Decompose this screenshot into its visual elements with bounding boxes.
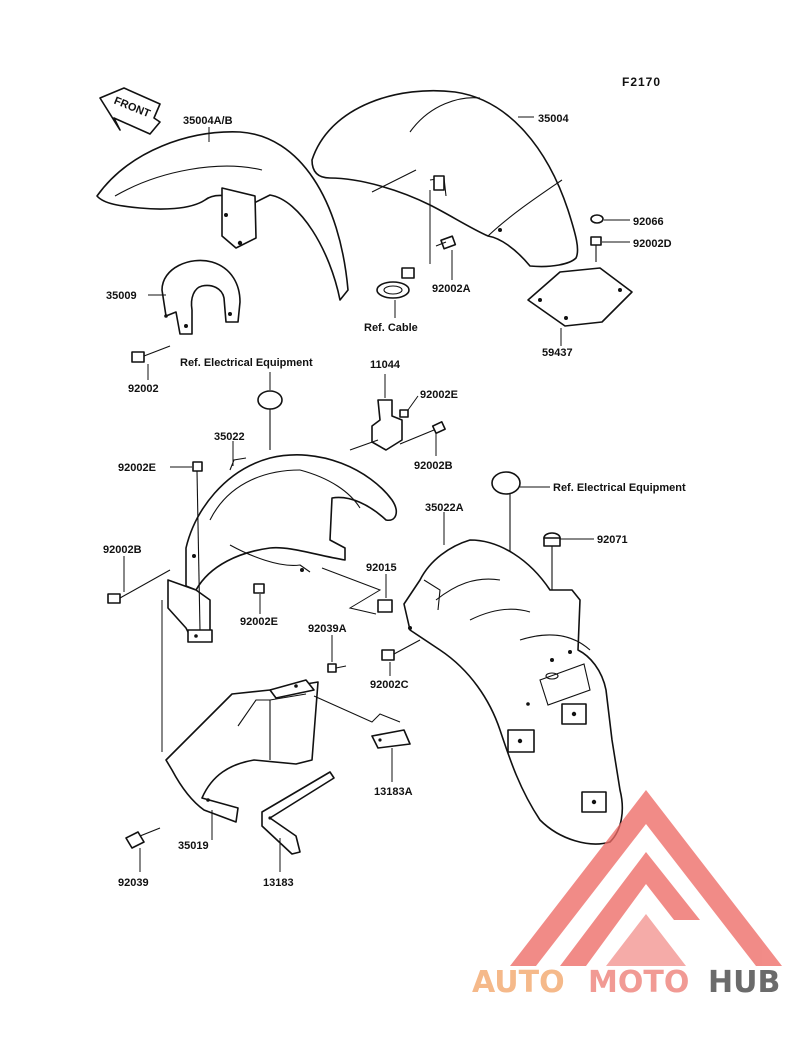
label-ref-elec-1: Ref. Electrical Equipment (180, 357, 313, 369)
label-35019: 35019 (178, 840, 209, 852)
label-92002b-left: 92002B (103, 544, 142, 556)
label-92002a: 92002A (432, 283, 471, 295)
bolt-92002c (381, 639, 421, 661)
label-92039: 92039 (118, 877, 149, 889)
watermark-logo: AUTO MOTO HUB (472, 790, 782, 1000)
label-92002: 92002 (128, 383, 159, 395)
label-92015-a: 92015 (366, 562, 397, 574)
screw-92039a (327, 663, 347, 673)
bolt-92002e-top (399, 409, 409, 418)
label-35004: 35004 (538, 113, 569, 125)
label-92002c: 92002C (370, 679, 409, 691)
screw-92039 (125, 827, 161, 849)
label-35022: 35022 (214, 431, 245, 443)
bolt-92002e-mid (253, 583, 265, 594)
rear-fender-35022a (403, 539, 624, 845)
label-59437: 59437 (542, 347, 573, 359)
front-arrow-icon: FRONT (99, 87, 161, 135)
bracket-13183 (261, 771, 335, 855)
watermark-text-auto: AUTO (472, 965, 565, 1000)
label-35004ab: 35004A/B (183, 115, 233, 127)
label-92071: 92071 (597, 534, 628, 546)
front-fender-35004ab (96, 131, 349, 301)
rear-fender-35004 (311, 89, 579, 268)
label-92039a: 92039A (308, 623, 347, 635)
bolt-92002a (435, 235, 457, 250)
watermark-text-moto: MOTO (588, 965, 689, 1000)
label-92002b-right: 92002B (414, 460, 453, 472)
leader-link-13183a (313, 695, 401, 723)
label-ref-cable: Ref. Cable (364, 322, 418, 334)
label-13183a: 13183A (374, 786, 413, 798)
bolt-92002b-right (399, 421, 446, 445)
watermark-triangle-icon (510, 790, 782, 966)
bolt-92002b-left (107, 569, 171, 604)
leader-92002e-top (407, 395, 419, 411)
bracket-11044 (371, 399, 403, 451)
label-92002d: 92002D (633, 238, 672, 250)
leader-link-35022 (321, 567, 382, 615)
bracket-13183a (371, 729, 411, 749)
bracket-35009 (161, 259, 241, 335)
watermark-text-hub: HUB (708, 965, 780, 1000)
figure-code: F2170 (622, 75, 661, 89)
label-11044: 11044 (370, 359, 401, 371)
label-35022a: 35022A (425, 502, 464, 514)
label-92066: 92066 (633, 216, 664, 228)
bolt-92002 (131, 345, 171, 363)
cap-92066 (590, 214, 604, 224)
plate-59437 (527, 267, 633, 327)
clip-92015-a (377, 599, 393, 613)
cable-grommet (376, 267, 415, 299)
label-92002e-left: 92002E (118, 462, 156, 474)
inner-cover-35019 (165, 679, 319, 823)
label-ref-elec-2: Ref. Electrical Equipment (553, 482, 686, 494)
bolt-92002e-left (192, 461, 203, 631)
label-35009: 35009 (106, 290, 137, 302)
connector-ref-elec-1 (257, 372, 283, 450)
label-92002e-mid: 92002E (240, 616, 278, 628)
bolt-92002d (590, 236, 602, 262)
label-92002e-top: 92002E (420, 389, 458, 401)
label-13183: 13183 (263, 877, 294, 889)
